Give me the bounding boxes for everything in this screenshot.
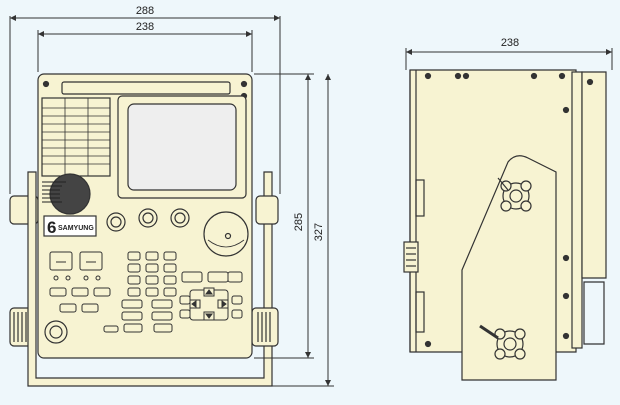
dim-front-outer-width: 288 (136, 5, 154, 17)
bracket-knob-bottom (479, 324, 526, 360)
front-view (9, 73, 279, 387)
front-dimensions (9, 15, 334, 387)
left-bracket (9, 171, 279, 387)
keypad (49, 251, 243, 333)
brand-name: SAMYUNG (58, 225, 94, 232)
display-screen (127, 103, 237, 191)
dim-front-inner-width: 238 (136, 21, 154, 33)
side-view (403, 48, 613, 381)
dim-front-height-total: 327 (313, 223, 325, 241)
dim-front-height-body: 285 (293, 213, 305, 231)
brand-label (43, 215, 97, 237)
brand-number: 6 (47, 218, 56, 237)
channel-grid-panel (41, 97, 111, 177)
control-knobs (106, 208, 190, 232)
dim-side-width: 238 (501, 37, 519, 49)
side-bracket-arm (461, 155, 557, 381)
bracket-knob-top (497, 177, 532, 212)
